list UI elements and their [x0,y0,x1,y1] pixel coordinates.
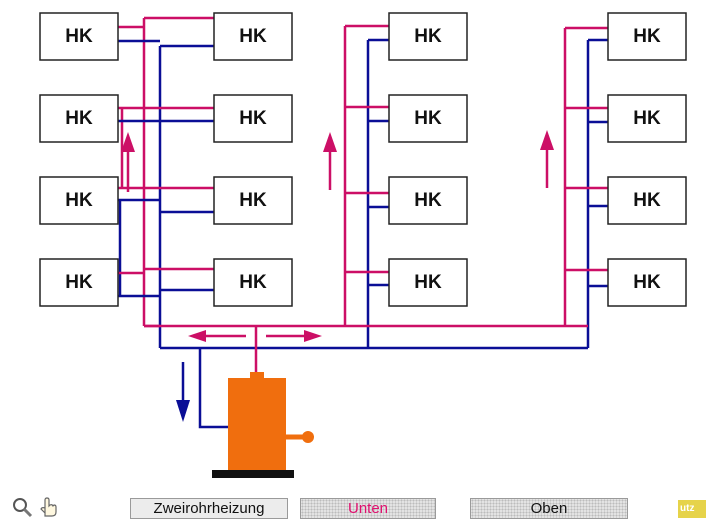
logo: utz [678,500,706,518]
boiler [212,372,314,478]
radiator-label: HK [633,272,661,293]
radiator-label: HK [414,26,442,47]
radiator-label: HK [633,190,661,211]
logo-text: utz [680,503,695,514]
radiator-hk-11: HK [388,176,468,225]
radiator-label: HK [239,108,267,129]
hand-pointer-icon[interactable] [36,496,60,518]
radiator-label: HK [239,190,267,211]
radiator-hk-7: HK [213,176,293,225]
radiator-label: HK [414,190,442,211]
pipe-group-1 [118,16,214,348]
radiator-hk-5: HK [213,12,293,61]
radiator-hk-14: HK [607,94,687,143]
radiator-label: HK [633,26,661,47]
radiator-label: HK [65,26,93,47]
flow-arrow-left [188,330,246,342]
radiator-label: HK [65,190,93,211]
radiator-label: HK [633,108,661,129]
flow-arrow-up-1 [121,132,135,192]
radiator-hk-13: HK [607,12,687,61]
radiator-hk-15: HK [607,176,687,225]
radiator-hk-10: HK [388,94,468,143]
radiators: HK HK HK HK HK HK HK HK HK HK HK HK HK HK HK HK [39,12,687,307]
pipe-group-3 [563,26,608,348]
radiator-label: HK [414,272,442,293]
zweirohrheizung-button[interactable]: Zweirohrheizung [130,498,288,519]
flow-arrow-right [266,330,322,342]
flow-arrow-up-3 [540,130,554,188]
radiator-hk-8: HK [213,258,293,307]
radiator-label: HK [239,272,267,293]
heating-diagram: HK HK HK HK HK HK HK HK HK HK HK HK HK HK HK HK [39,12,687,478]
radiator-hk-9: HK [388,12,468,61]
radiator-hk-6: HK [213,94,293,143]
radiator-label: HK [239,26,267,47]
boiler-return-pipe [198,348,228,429]
radiator-hk-3: HK [39,176,119,225]
radiator-hk-2: HK [39,94,119,143]
radiator-hk-16: HK [607,258,687,307]
pipe-group-2 [343,24,389,348]
toolbar: Zweirohrheizung Unten Oben utz [0,492,706,521]
magnifier-icon[interactable] [10,496,34,518]
radiator-label: HK [414,108,442,129]
oben-button[interactable]: Oben [470,498,628,519]
radiator-hk-12: HK [388,258,468,307]
flow-arrow-up-2 [323,132,337,190]
flow-arrow-down [176,362,190,422]
radiator-hk-1: HK [39,12,119,61]
radiator-label: HK [65,108,93,129]
unten-button[interactable]: Unten [300,498,436,519]
radiator-label: HK [65,272,93,293]
radiator-hk-4: HK [39,258,119,307]
